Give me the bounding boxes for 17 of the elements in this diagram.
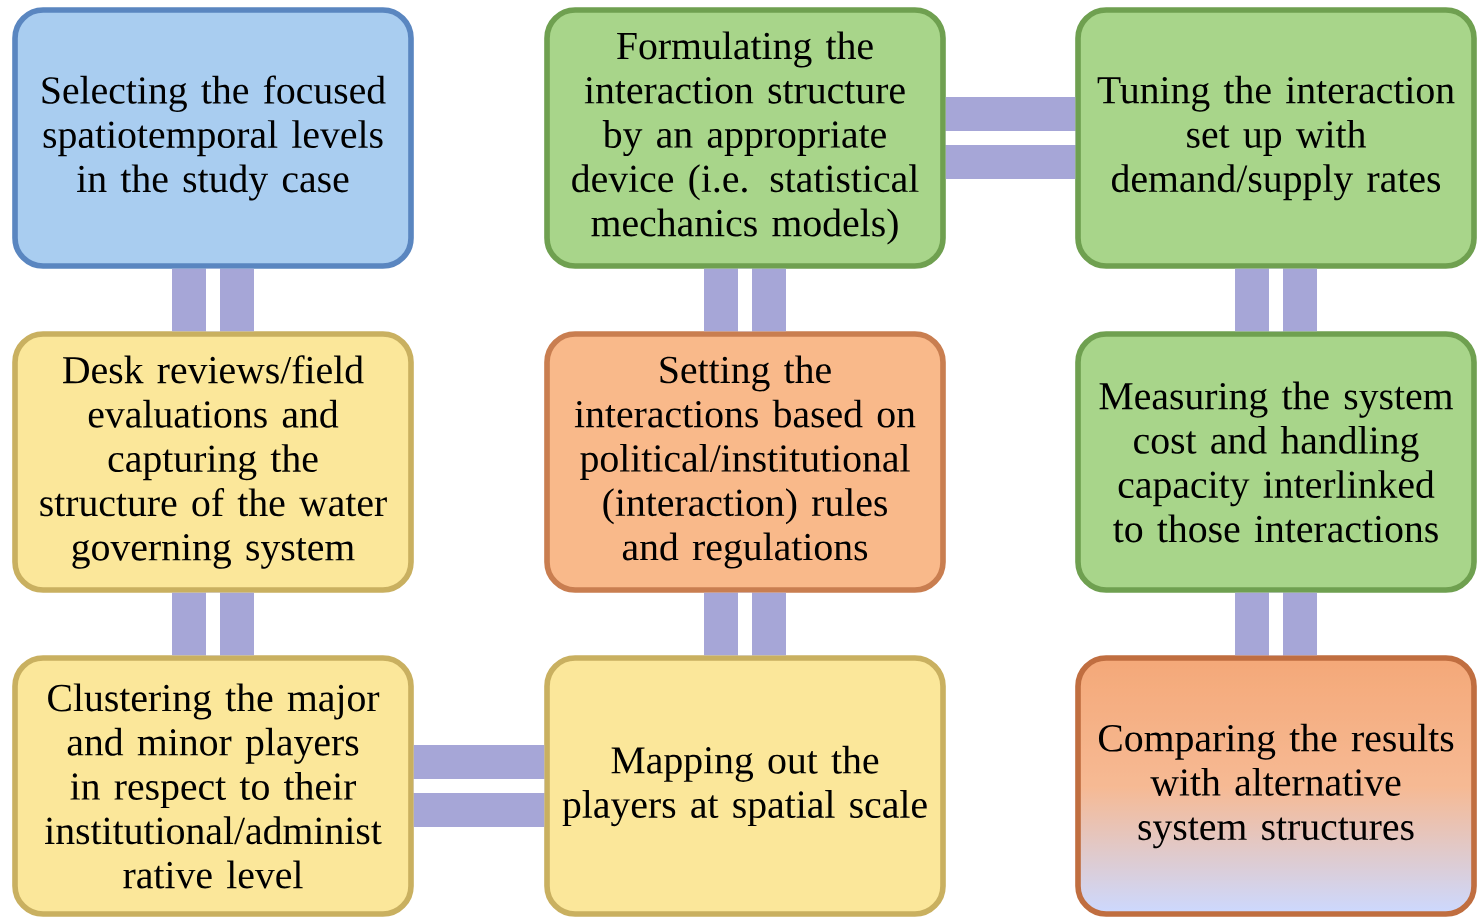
connector-pipe <box>1235 268 1317 332</box>
connector-pipe <box>172 268 254 332</box>
process-box: Selecting the focused spatiotemporal levels in the study case <box>12 7 414 269</box>
connector-pipe <box>172 592 254 656</box>
process-box: Comparing the results with alternative system structures <box>1075 655 1477 917</box>
connector-pipe <box>1235 592 1317 656</box>
connector-pipe <box>704 592 786 656</box>
connector-pipe <box>704 268 786 332</box>
process-box: Clustering the major and minor players in respect to their institutional/administ rative level <box>12 655 414 917</box>
connector-pipe <box>413 745 545 827</box>
process-box: Formulating the interaction structure by an appropriate device (i.e. statistical mechanics models) <box>544 7 946 269</box>
process-box: Measuring the system cost and handling capacity interlinked to those interactions <box>1075 331 1477 593</box>
process-box: Desk reviews/field evaluations and capturing the structure of the water governing system <box>12 331 414 593</box>
connector-pipe <box>945 97 1076 179</box>
process-box: Tuning the interaction set up with demand/supply rates <box>1075 7 1477 269</box>
process-box: Setting the interactions based on political/institutional (interaction) rules and regulations <box>544 331 946 593</box>
process-box: Mapping out the players at spatial scale <box>544 655 946 917</box>
